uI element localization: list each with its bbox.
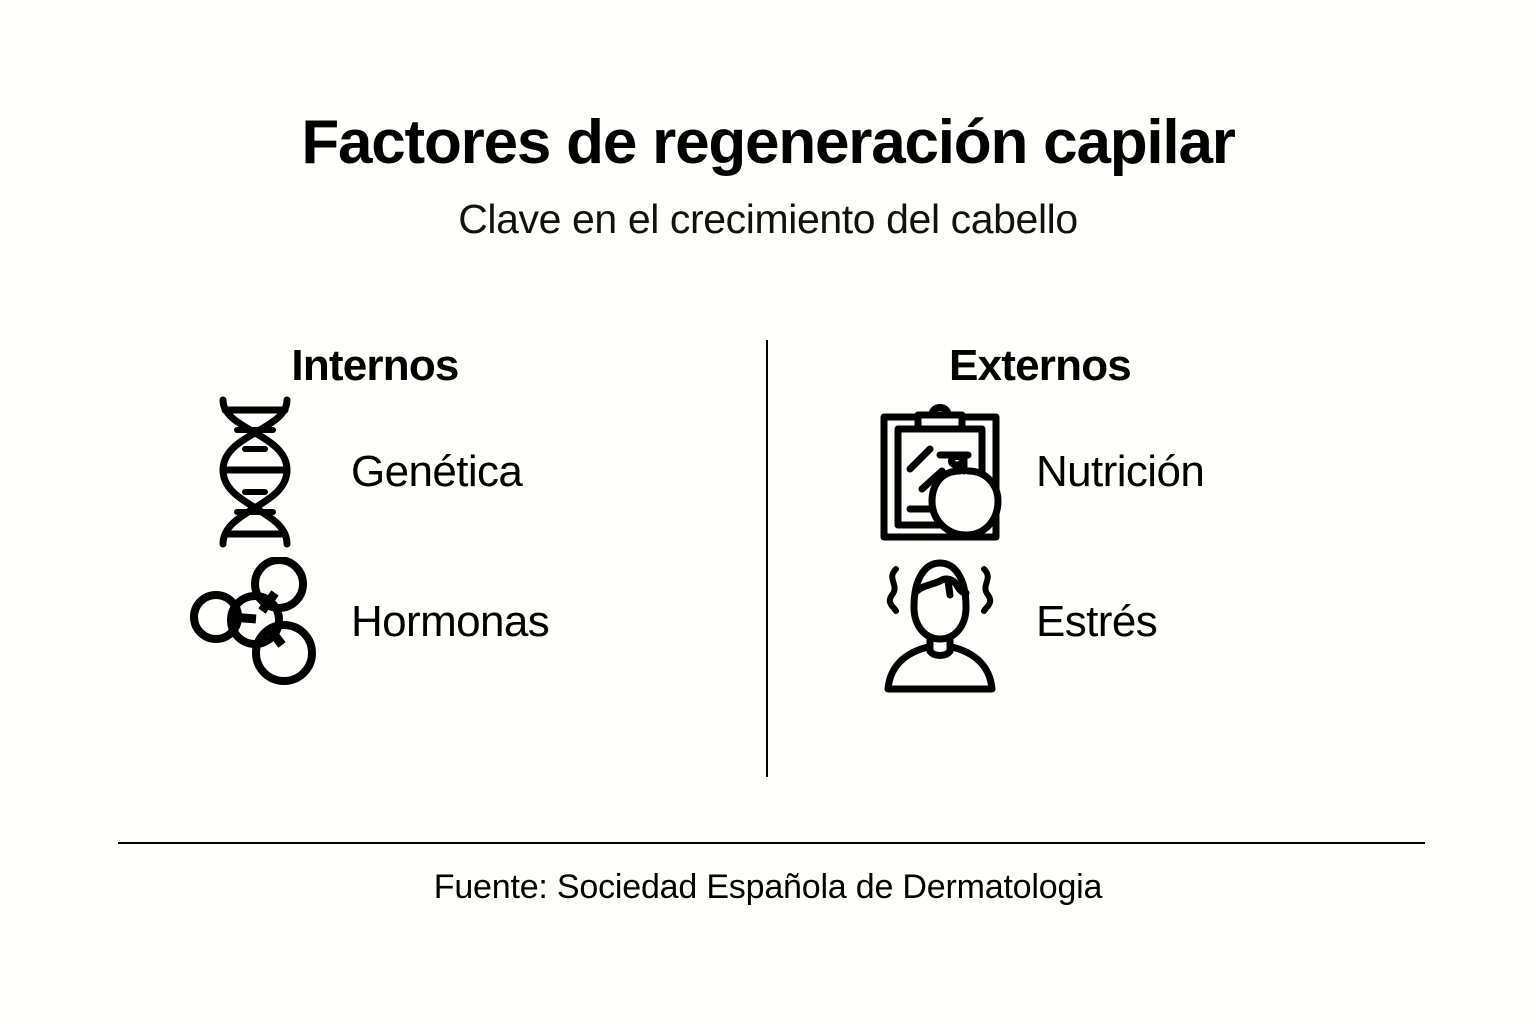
factor-label-nutricion: Nutrición: [1036, 447, 1205, 496]
clipboard-apple-icon: [870, 402, 1010, 542]
footer-block: Fuente: Sociedad Española de Dermatologi…: [0, 868, 1536, 907]
factor-label-estres: Estrés: [1036, 597, 1158, 646]
factor-row-estres: Estrés: [790, 547, 1450, 697]
source-text: Fuente: Sociedad Española de Dermatologi…: [433, 868, 1103, 906]
columns-area: Internos: [0, 335, 1536, 785]
molecule-icon: [185, 552, 325, 692]
column-heading-internos: Internos: [291, 341, 459, 390]
factor-label-genetica: Genética: [351, 447, 523, 496]
footer-divider: [118, 842, 1425, 844]
header-block: Factores de regeneración capilar Clave e…: [0, 110, 1536, 242]
page-subtitle: Clave en el crecimiento del cabello: [458, 196, 1078, 243]
column-externos: Externos: [790, 335, 1450, 785]
dna-helix-icon: [185, 396, 325, 548]
page-title: Factores de regeneración capilar: [301, 108, 1236, 177]
column-internos: Internos: [105, 335, 765, 785]
stressed-person-icon: [870, 552, 1010, 693]
factor-row-nutricion: Nutrición: [790, 397, 1450, 547]
factor-label-hormonas: Hormonas: [351, 597, 550, 646]
column-divider: [766, 340, 768, 777]
factor-row-hormonas: Hormonas: [105, 547, 765, 697]
column-heading-externos: Externos: [949, 341, 1132, 390]
factor-row-genetica: Genética: [105, 396, 765, 548]
